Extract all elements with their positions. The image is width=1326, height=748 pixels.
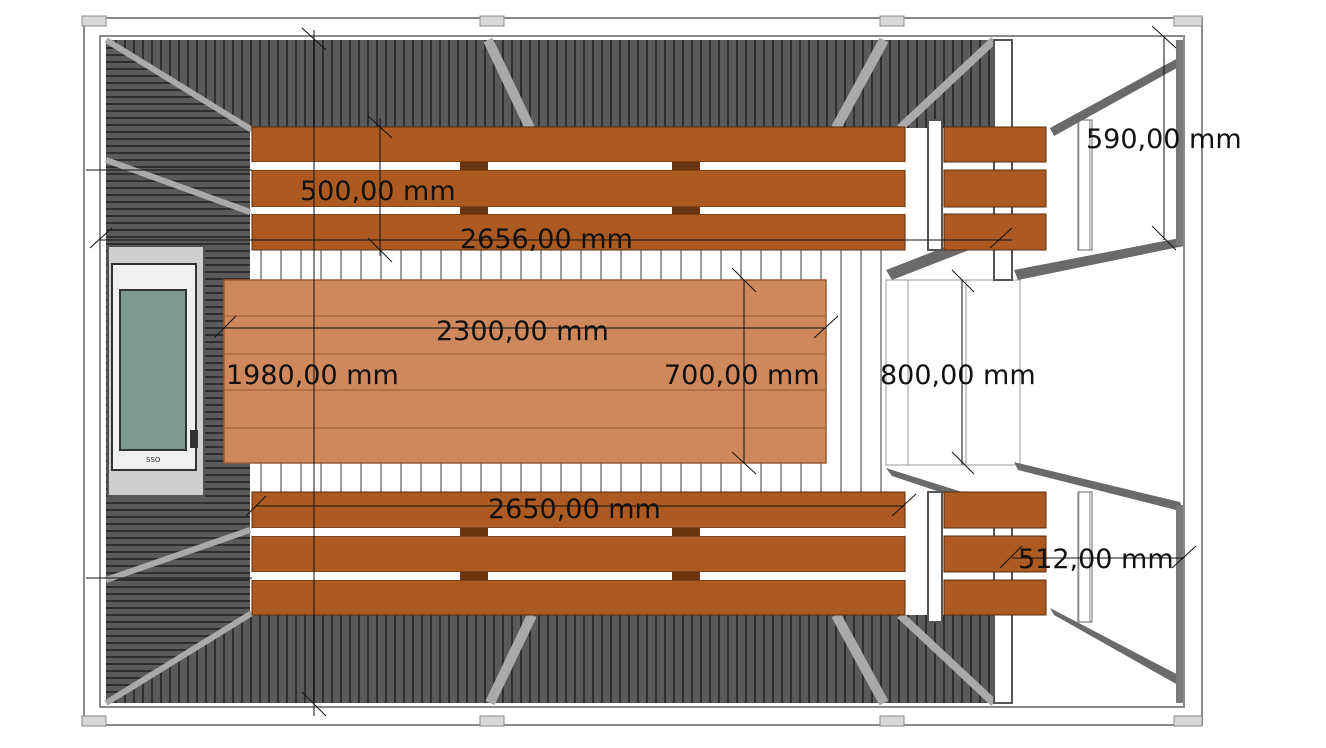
dim-passage-width: 800,00 mm: [880, 360, 1036, 391]
dim-bottom-bench-length: 2650,00 mm: [488, 494, 661, 525]
dim-terrace-depth-bottom: 512,00 mm: [1018, 544, 1174, 575]
dim-room-width: 1980,00 mm: [226, 360, 399, 391]
dimension-lines: [86, 25, 1197, 717]
wall-top: [106, 40, 994, 128]
dim-top-bench-length: 2656,00 mm: [460, 224, 633, 255]
lower-bench: [251, 491, 1047, 616]
upper-bench: [251, 126, 1047, 251]
dim-top-bench-depth: 500,00 mm: [300, 176, 456, 207]
dim-table-length: 2300,00 mm: [436, 316, 609, 347]
dim-table-width: 700,00 mm: [664, 360, 820, 391]
heater-icon: SSO: [107, 245, 205, 497]
wall-panels: [104, 37, 997, 706]
dim-terrace-depth-top: 590,00 mm: [1086, 124, 1242, 155]
heater-label: SSO: [146, 456, 161, 464]
terrace: [1014, 40, 1185, 703]
center-table: [223, 279, 827, 464]
wall-bottom: [106, 615, 994, 703]
